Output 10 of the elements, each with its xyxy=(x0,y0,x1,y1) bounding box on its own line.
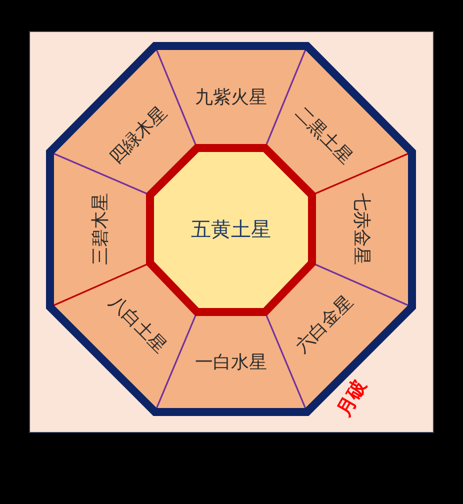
star-name: 四緑木星 xyxy=(104,102,172,170)
star-name: 六白金星 xyxy=(290,290,358,358)
star-name: 七赤金星 xyxy=(350,193,373,266)
star-name: 八白土星 xyxy=(104,290,172,358)
note-label: 月破 xyxy=(332,375,372,421)
star-name: 三碧木星 xyxy=(89,193,112,266)
star-name: 一白水星 xyxy=(195,351,267,374)
star-name: 五黄土星 xyxy=(191,216,271,243)
star-name: 二黒土星 xyxy=(290,102,358,170)
star-name: 九紫火星 xyxy=(195,86,267,109)
